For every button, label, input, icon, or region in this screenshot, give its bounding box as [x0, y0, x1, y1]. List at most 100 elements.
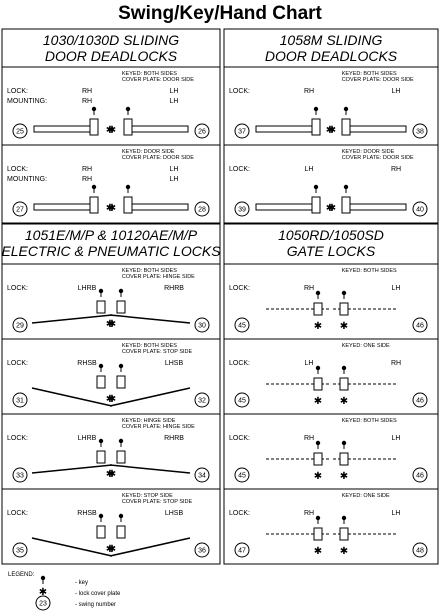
hand-value-left: RH — [304, 88, 314, 95]
key-icon — [313, 106, 319, 112]
swing-number-circle — [412, 123, 428, 139]
cover-plate-label: COVER PLATE: HINGE SIDE — [122, 424, 195, 430]
keyed-label: KEYED: ONE SIDE — [342, 343, 390, 349]
row-label: LOCK: — [7, 88, 28, 95]
lock-body-right — [116, 375, 126, 389]
hand-value-left: RH — [304, 510, 314, 517]
lock-body-right — [116, 300, 126, 314]
cover-plate-icon: ✱ — [106, 394, 114, 405]
cover-plate-icon: ✱ — [108, 544, 116, 555]
door-track-right — [127, 125, 189, 133]
cover-plate-label: COVER PLATE: DOOR SIDE — [342, 77, 414, 83]
lock-body-right — [339, 377, 349, 391]
keyed-label: KEYED: HINGE SIDE — [122, 418, 176, 424]
cover-plate-icon: ✱ — [340, 546, 348, 557]
keyed-label: KEYED: BOTH SIDES — [342, 418, 397, 424]
hand-value-right: LH — [170, 166, 179, 173]
lock-body-left — [311, 118, 321, 136]
hand-value-right: LH — [392, 510, 401, 517]
hand-value-left: RH — [82, 176, 92, 183]
panel-box — [223, 263, 439, 340]
key-icon — [341, 440, 347, 446]
swing-number: 31 — [16, 398, 24, 405]
swing-number-circle — [234, 542, 250, 558]
hand-value-left: LH — [305, 360, 314, 367]
section-heading: GATE LOCKS — [287, 243, 376, 259]
swing-number: 28 — [198, 207, 206, 214]
lock-body-left — [96, 525, 106, 539]
cover-plate-icon: ✱ — [106, 544, 114, 555]
swing-number-circle — [12, 542, 28, 558]
hand-value-left: RH — [82, 166, 92, 173]
cover-plate-icon: ✱ — [314, 471, 322, 482]
keyed-label: KEYED: BOTH SIDES — [342, 268, 397, 274]
hand-value-left: LH — [305, 166, 314, 173]
cover-plate-icon: ✱ — [108, 394, 116, 405]
swing-number-circle — [412, 201, 428, 217]
door-track-right — [345, 203, 407, 211]
panel-box — [1, 263, 221, 340]
key-icon — [341, 290, 347, 296]
lock-body-left — [89, 196, 99, 214]
swing-number-circle — [234, 467, 250, 483]
keyed-label: KEYED: BOTH SIDES — [122, 268, 177, 274]
swing-number: 34 — [198, 473, 206, 480]
row-label: MOUNTING: — [7, 98, 47, 105]
row-label: LOCK: — [7, 285, 28, 292]
key-icon — [315, 515, 321, 521]
swing-number: 39 — [238, 207, 246, 214]
cover-plate-icon: ✱ — [326, 203, 334, 214]
hand-value-left: LHRB — [78, 285, 97, 292]
swing-number-circle — [412, 392, 428, 408]
door-track-left — [255, 203, 317, 211]
hand-value-right: LH — [170, 88, 179, 95]
hand-value-left: RH — [304, 285, 314, 292]
swing-number-circle — [194, 317, 210, 333]
swing-number-circle — [234, 201, 250, 217]
legend-item-label: - lock cover plate — [75, 591, 121, 597]
row-label: LOCK: — [7, 166, 28, 173]
key-icon — [125, 184, 131, 190]
hand-value-right: LH — [170, 176, 179, 183]
swing-number: 47 — [238, 548, 246, 555]
swing-number: 29 — [16, 323, 24, 330]
cover-plate-icon: ✱ — [328, 125, 336, 136]
lock-body-left — [96, 375, 106, 389]
door-leaf-right — [109, 387, 191, 407]
keyed-label: KEYED: BOTH SIDES — [342, 71, 397, 77]
swing-number: 46 — [416, 398, 424, 405]
swing-number-circle — [412, 542, 428, 558]
swing-number: 36 — [198, 548, 206, 555]
key-icon — [91, 184, 97, 190]
lock-body-right — [339, 527, 349, 541]
swing-number-circle — [12, 467, 28, 483]
lock-body-right — [123, 118, 133, 136]
row-label: LOCK: — [229, 88, 250, 95]
hand-value-right: LH — [392, 435, 401, 442]
cover-plate-icon: ✱ — [108, 469, 116, 480]
hand-value-right: RHRB — [164, 285, 184, 292]
panel-box — [223, 413, 439, 490]
hand-value-right: RH — [391, 166, 401, 173]
key-icon — [118, 513, 124, 519]
swing-number: 45 — [238, 473, 246, 480]
section-heading: ELECTRIC & PNEUMATIC LOCKS — [1, 243, 221, 259]
lock-body-right — [123, 196, 133, 214]
hand-value-left: RHSB — [77, 360, 97, 367]
key-icon — [118, 438, 124, 444]
swing-number: 38 — [416, 129, 424, 136]
cover-plate-icon: ✱ — [108, 203, 116, 214]
swing-number: 46 — [416, 323, 424, 330]
section-heading-box — [1, 28, 221, 68]
row-label: LOCK: — [229, 510, 250, 517]
keyed-label: KEYED: BOTH SIDES — [122, 343, 177, 349]
cover-plate-label: COVER PLATE: STOP SIDE — [122, 349, 193, 355]
swing-number: 23 — [39, 601, 47, 608]
keyed-label: KEYED: BOTH SIDES — [122, 71, 177, 77]
keyed-label: KEYED: STOP SIDE — [122, 493, 173, 499]
keyed-label: KEYED: DOOR SIDE — [342, 149, 395, 155]
lock-body-left — [96, 450, 106, 464]
hand-value-left: RH — [82, 98, 92, 105]
row-label: LOCK: — [7, 510, 28, 517]
